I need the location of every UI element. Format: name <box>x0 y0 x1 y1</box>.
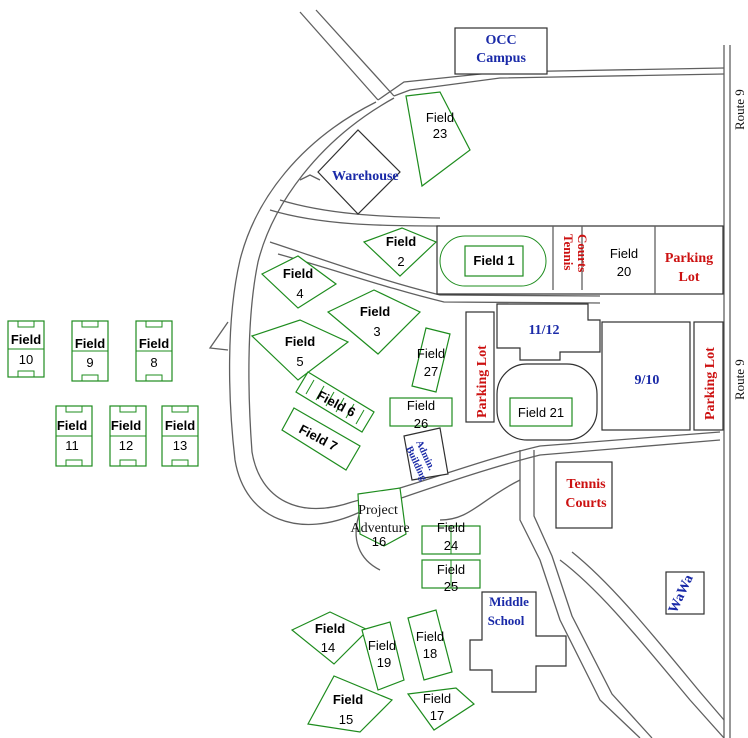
tennis-courts-s-label-1: Tennis <box>566 477 606 492</box>
middle-school <box>469 591 567 693</box>
field-18 <box>407 609 453 681</box>
field4-label-1: Field <box>283 266 313 281</box>
field2-label-1: Field <box>386 234 416 249</box>
field-19 <box>361 621 405 691</box>
field10-label-1: Field <box>11 332 41 347</box>
tennis-courts-n-label-1: Tennis <box>561 234 576 270</box>
field9-label-1: Field <box>75 336 105 351</box>
route9-label-south: Route 9 <box>732 359 747 400</box>
field20-label-1: Field <box>610 246 638 261</box>
field15-label-2: 15 <box>339 712 353 727</box>
occ-campus-building <box>454 27 548 75</box>
field-5 <box>250 319 350 381</box>
parking-lot-mid <box>465 311 495 423</box>
field-17 <box>406 687 475 731</box>
warehouse-label: Warehouse <box>332 169 399 184</box>
field-4 <box>260 255 338 309</box>
field17-label-1: Field <box>423 691 451 706</box>
admin-building <box>403 427 449 481</box>
field-23 <box>405 91 471 188</box>
field15-label-1: Field <box>333 692 363 707</box>
field21-label: Field 21 <box>518 405 564 420</box>
field4-label-2: 4 <box>296 286 303 301</box>
field-1 <box>464 245 524 277</box>
occ-campus-label-2: Campus <box>476 51 526 66</box>
field-6 <box>295 371 375 433</box>
field11-label-1: Field <box>57 418 87 433</box>
field-3 <box>326 289 422 355</box>
occ-campus-label-1: OCC <box>485 33 516 48</box>
field-2 <box>362 227 438 277</box>
field9-label-2: 9 <box>86 355 93 370</box>
tennis-courts-south <box>555 461 613 529</box>
field27-label-2: 27 <box>424 364 438 379</box>
field17-label-2: 17 <box>430 708 444 723</box>
field3-label-2: 3 <box>373 324 380 339</box>
field23-label-1: Field <box>426 110 454 125</box>
field-1-track <box>439 235 547 287</box>
field-7 <box>281 407 361 471</box>
field18-label-2: 18 <box>423 646 437 661</box>
field12-label-2: 12 <box>119 438 133 453</box>
field1-label: Field 1 <box>473 253 514 268</box>
wawa-building <box>665 571 705 615</box>
field10-label-2: 10 <box>19 352 33 367</box>
bldg-11-12-label: 11/12 <box>528 323 559 338</box>
project-adventure-label-1: Project <box>358 503 398 518</box>
project-adventure-label-2: Adventure <box>350 521 409 536</box>
route9-label-north: Route 9 <box>732 89 747 130</box>
field20-label-2: 20 <box>617 264 631 279</box>
field-27 <box>411 327 451 393</box>
labels: OCC Campus Route 9 Route 9 Warehouse Fie… <box>11 33 747 727</box>
field2-label-2: 2 <box>397 254 404 269</box>
tennis-courts-n-label-2: Courts <box>575 234 590 272</box>
field12-label-1: Field <box>111 418 141 433</box>
parking-lot-ne-label-1: Parking <box>665 251 713 266</box>
field18-label-1: Field <box>416 629 444 644</box>
field27-label-1: Field <box>417 346 445 361</box>
field19-label-2: 19 <box>377 655 391 670</box>
field25-label-2: 25 <box>444 579 458 594</box>
building-11-12 <box>496 303 601 361</box>
tennis-courts-s-label-2: Courts <box>565 496 607 511</box>
field-26 <box>389 397 453 427</box>
field11-label-2: 11 <box>65 438 79 453</box>
field-15 <box>307 675 394 733</box>
middle-school-label-1: Middle <box>489 594 529 609</box>
parking-lot-mid-label: Parking Lot <box>475 345 490 418</box>
field-21 <box>509 397 573 427</box>
warehouse-building <box>317 129 401 215</box>
field-14 <box>290 611 370 665</box>
field14-label-2: 14 <box>321 640 335 655</box>
parking-lot-east <box>693 321 724 431</box>
field8-label-1: Field <box>139 336 169 351</box>
buildings <box>317 27 724 693</box>
field26-label-2: 26 <box>414 416 428 431</box>
middle-school-label-2: School <box>488 613 525 628</box>
field19-label-1: Field <box>368 638 396 653</box>
field25-label-1: Field <box>437 562 465 577</box>
field13-label-1: Field <box>165 418 195 433</box>
field5-label-1: Field <box>285 334 315 349</box>
building-9-10 <box>601 321 691 431</box>
field13-label-2: 13 <box>173 438 187 453</box>
bldg-9-10-label: 9/10 <box>635 373 660 388</box>
field26-label-1: Field <box>407 398 435 413</box>
fields <box>7 91 573 733</box>
field24-label-1: Field <box>437 520 465 535</box>
field14-label-1: Field <box>315 621 345 636</box>
field23-label-2: 23 <box>433 126 447 141</box>
field8-label-2: 8 <box>150 355 157 370</box>
field24-label-2: 24 <box>444 538 458 553</box>
field3-label-1: Field <box>360 304 390 319</box>
field-16-project-adventure <box>357 487 407 547</box>
project-adventure-label-3: 16 <box>372 534 386 549</box>
field5-label-2: 5 <box>296 354 303 369</box>
parking-lot-ne-label-2: Lot <box>679 270 700 285</box>
parking-lot-east-label: Parking Lot <box>703 347 718 420</box>
